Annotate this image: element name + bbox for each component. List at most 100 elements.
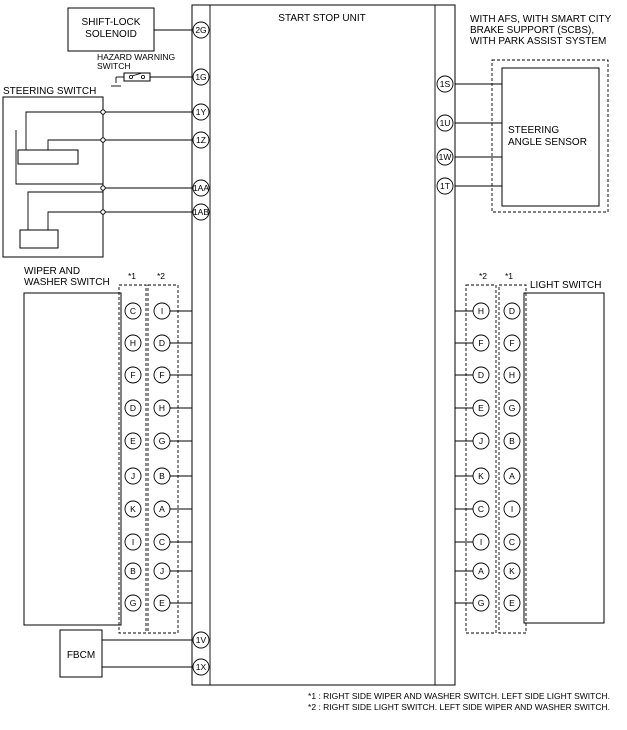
light-pin-a-7-label: C xyxy=(509,537,515,547)
wiper-pin-a-0: C xyxy=(124,302,142,320)
connector-1v: 1V xyxy=(192,631,210,649)
wiper-pin-a-9: G xyxy=(124,594,142,612)
wiper-star1: *1 xyxy=(128,271,136,281)
start-stop-unit: START STOP UNIT xyxy=(191,4,456,686)
light-pin-a-0: D xyxy=(503,302,521,320)
wiper-pin-a-4-label: E xyxy=(130,436,136,446)
light-pin-b-8-label: A xyxy=(478,566,484,576)
wiper-pin-a-8: B xyxy=(124,562,142,580)
connector-1x-label: 1X xyxy=(196,662,207,672)
wiper-star2: *2 xyxy=(157,271,165,281)
light-star2: *2 xyxy=(479,271,487,281)
connector-1z-label: 1Z xyxy=(196,135,206,145)
connector-1g: 1G xyxy=(192,68,210,86)
wiper-pin-b-3: H xyxy=(153,399,171,417)
wiper-pin-b-1-label: D xyxy=(159,338,165,348)
connector-1w-label: 1W xyxy=(439,152,452,162)
wiper-pin-a-4: E xyxy=(124,432,142,450)
light-pin-b-3: E xyxy=(472,399,490,417)
connector-1w: 1W xyxy=(436,148,454,166)
left-connectors: 2G 1G 1Y 1Z 1AA 1AB 1V 1X xyxy=(192,21,210,676)
wiper-pin-a-0-label: C xyxy=(130,306,136,316)
connector-1t-label: 1T xyxy=(440,181,450,191)
connector-1s: 1S xyxy=(436,75,454,93)
wiper-pin-b-3-label: H xyxy=(159,403,165,413)
wiper-pin-a-8-label: B xyxy=(130,566,136,576)
wiper-pin-b-7-label: C xyxy=(159,537,165,547)
connector-1x: 1X xyxy=(192,658,210,676)
connector-1z: 1Z xyxy=(192,131,210,149)
connector-1ab-label: 1AB xyxy=(193,207,209,217)
fbcm: FBCM xyxy=(59,629,192,678)
light-pin-b-4-label: J xyxy=(479,436,483,446)
light-pin-b-8: A xyxy=(472,562,490,580)
light-pin-a-9-label: E xyxy=(509,598,515,608)
light-pin-a-5: A xyxy=(503,467,521,485)
light-pin-b-9-label: G xyxy=(478,598,485,608)
wiper-pin-b-5: B xyxy=(153,467,171,485)
connector-1s-label: 1S xyxy=(440,79,451,89)
connector-1aa-label: 1AA xyxy=(193,183,209,193)
light-pin-b-4: J xyxy=(472,432,490,450)
footnotes: *1 : RIGHT SIDE WIPER AND WASHER SWITCH.… xyxy=(308,691,610,712)
wiper-pin-a-2-label: F xyxy=(130,370,135,380)
light-pin-b-6-label: C xyxy=(478,504,484,514)
wiper-pin-b-6: A xyxy=(153,500,171,518)
fbcm-label: FBCM xyxy=(67,650,95,661)
wiper-pin-a-7: I xyxy=(124,533,142,551)
wiper-pin-a-7-label: I xyxy=(132,537,134,547)
wiper-pin-a-3: D xyxy=(124,399,142,417)
connector-1u-label: 1U xyxy=(440,118,451,128)
wiper-pin-a-5: J xyxy=(124,467,142,485)
steering-switch-label: STEERING SWITCH xyxy=(3,86,96,97)
light-pin-a-2: H xyxy=(503,366,521,384)
wiper-pin-b-2-label: F xyxy=(159,370,164,380)
connector-1aa: 1AA xyxy=(192,179,210,197)
wiper-pin-a-3-label: D xyxy=(130,403,136,413)
light-pin-a-4-label: B xyxy=(509,436,515,446)
light-pin-a-9: E xyxy=(503,594,521,612)
light-pin-b-1-label: F xyxy=(478,338,483,348)
connector-1v-label: 1V xyxy=(196,635,207,645)
wiper-pin-a-9-label: G xyxy=(130,598,137,608)
light-pin-b-6: C xyxy=(472,500,490,518)
light-pin-b-7-label: I xyxy=(480,537,482,547)
wiper-pin-a-1-label: H xyxy=(130,338,136,348)
connector-1ab: 1AB xyxy=(192,203,210,221)
light-pin-a-0-label: D xyxy=(509,306,515,316)
wiper-pin-b-1: D xyxy=(153,334,171,352)
wiper-pin-a-5-label: J xyxy=(131,471,135,481)
connector-2g-label: 2G xyxy=(195,25,206,35)
wiper-pin-b-8: J xyxy=(153,562,171,580)
connector-1g-label: 1G xyxy=(195,72,206,82)
light-star1: *1 xyxy=(505,271,513,281)
wiper-pin-b-8-label: J xyxy=(160,566,164,576)
light-pin-a-1: F xyxy=(503,334,521,352)
wiper-pin-b-6-label: A xyxy=(159,504,165,514)
wiper-pin-b-9: E xyxy=(153,594,171,612)
light-pin-a-7: C xyxy=(503,533,521,551)
light-pin-a-8: K xyxy=(503,562,521,580)
connector-1y: 1Y xyxy=(192,103,210,121)
wiper-pin-b-5-label: B xyxy=(159,471,165,481)
connector-1t: 1T xyxy=(436,177,454,195)
wiper-pin-a-2: F xyxy=(124,366,142,384)
wiper-pin-b-4-label: G xyxy=(159,436,166,446)
right-connectors: 1S 1U 1W 1T xyxy=(436,75,454,195)
light-switch-label: LIGHT SWITCH xyxy=(530,280,601,291)
light-pin-a-2-label: H xyxy=(509,370,515,380)
steering-switch: STEERING SWITCH xyxy=(2,86,192,258)
light-pin-b-0: H xyxy=(472,302,490,320)
light-pin-b-0-label: H xyxy=(478,306,484,316)
connector-1u: 1U xyxy=(436,114,454,132)
